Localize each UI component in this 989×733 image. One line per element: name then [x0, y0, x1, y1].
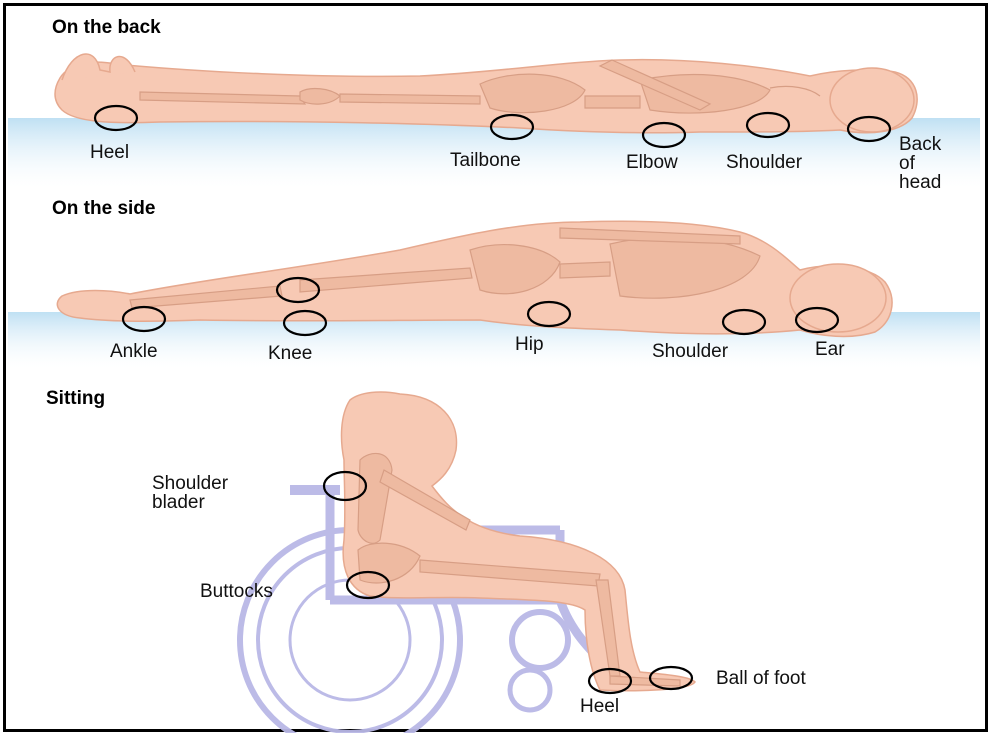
side-ankle-label: Ankle	[110, 341, 158, 362]
back-elbow-marker	[641, 121, 687, 149]
sitting-heel-label: Heel	[580, 696, 620, 717]
side-ear-marker	[794, 306, 840, 334]
back-elbow-label: Elbow	[626, 152, 678, 173]
sitting-section-title: Sitting	[46, 388, 106, 409]
side-knee-marker	[282, 309, 328, 337]
sitting-skeleton	[357, 452, 681, 687]
back-tailbone-marker	[489, 113, 535, 141]
sitting-ball-of-foot-label: Ball of foot	[716, 668, 806, 689]
sitting-buttocks-marker	[345, 570, 391, 600]
side-section-title: On the side	[52, 198, 156, 219]
back-head-marker	[846, 115, 892, 143]
sitting-shoulder-blade-marker	[322, 470, 368, 502]
side-shoulder-marker	[721, 308, 767, 336]
back-skeleton	[139, 59, 821, 114]
side-hip-label: Hip	[515, 334, 544, 355]
side-upper-knee-marker	[275, 276, 321, 304]
side-hip-marker	[526, 300, 572, 328]
back-feet	[61, 53, 136, 81]
back-shoulder-label: Shoulder	[726, 152, 803, 173]
back-head	[829, 67, 915, 133]
side-section-figure	[8, 220, 980, 368]
sitting-heel-marker	[587, 667, 633, 695]
back-section-figure	[8, 53, 980, 188]
back-section-title: On the back	[52, 17, 161, 38]
sitting-shoulder-blade-label: Shoulder blader	[152, 473, 229, 513]
side-skeleton	[129, 227, 761, 309]
side-shoulder-label: Shoulder	[652, 341, 729, 362]
sitting-ball-of-foot-marker	[648, 665, 694, 691]
back-head-label: Back of head	[899, 134, 942, 193]
back-tailbone-label: Tailbone	[450, 150, 521, 171]
side-ear-label: Ear	[815, 339, 845, 360]
back-heel-marker	[93, 104, 139, 132]
side-knee-label: Knee	[268, 343, 313, 364]
back-shoulder-marker	[745, 111, 791, 139]
sitting-section-figure	[237, 391, 696, 733]
side-body-silhouette	[56, 220, 893, 338]
sitting-body-silhouette	[340, 391, 696, 692]
sitting-buttocks-label: Buttocks	[200, 581, 273, 602]
side-head	[789, 263, 887, 333]
side-ankle-marker	[121, 305, 167, 333]
back-heel-label: Heel	[90, 142, 130, 163]
